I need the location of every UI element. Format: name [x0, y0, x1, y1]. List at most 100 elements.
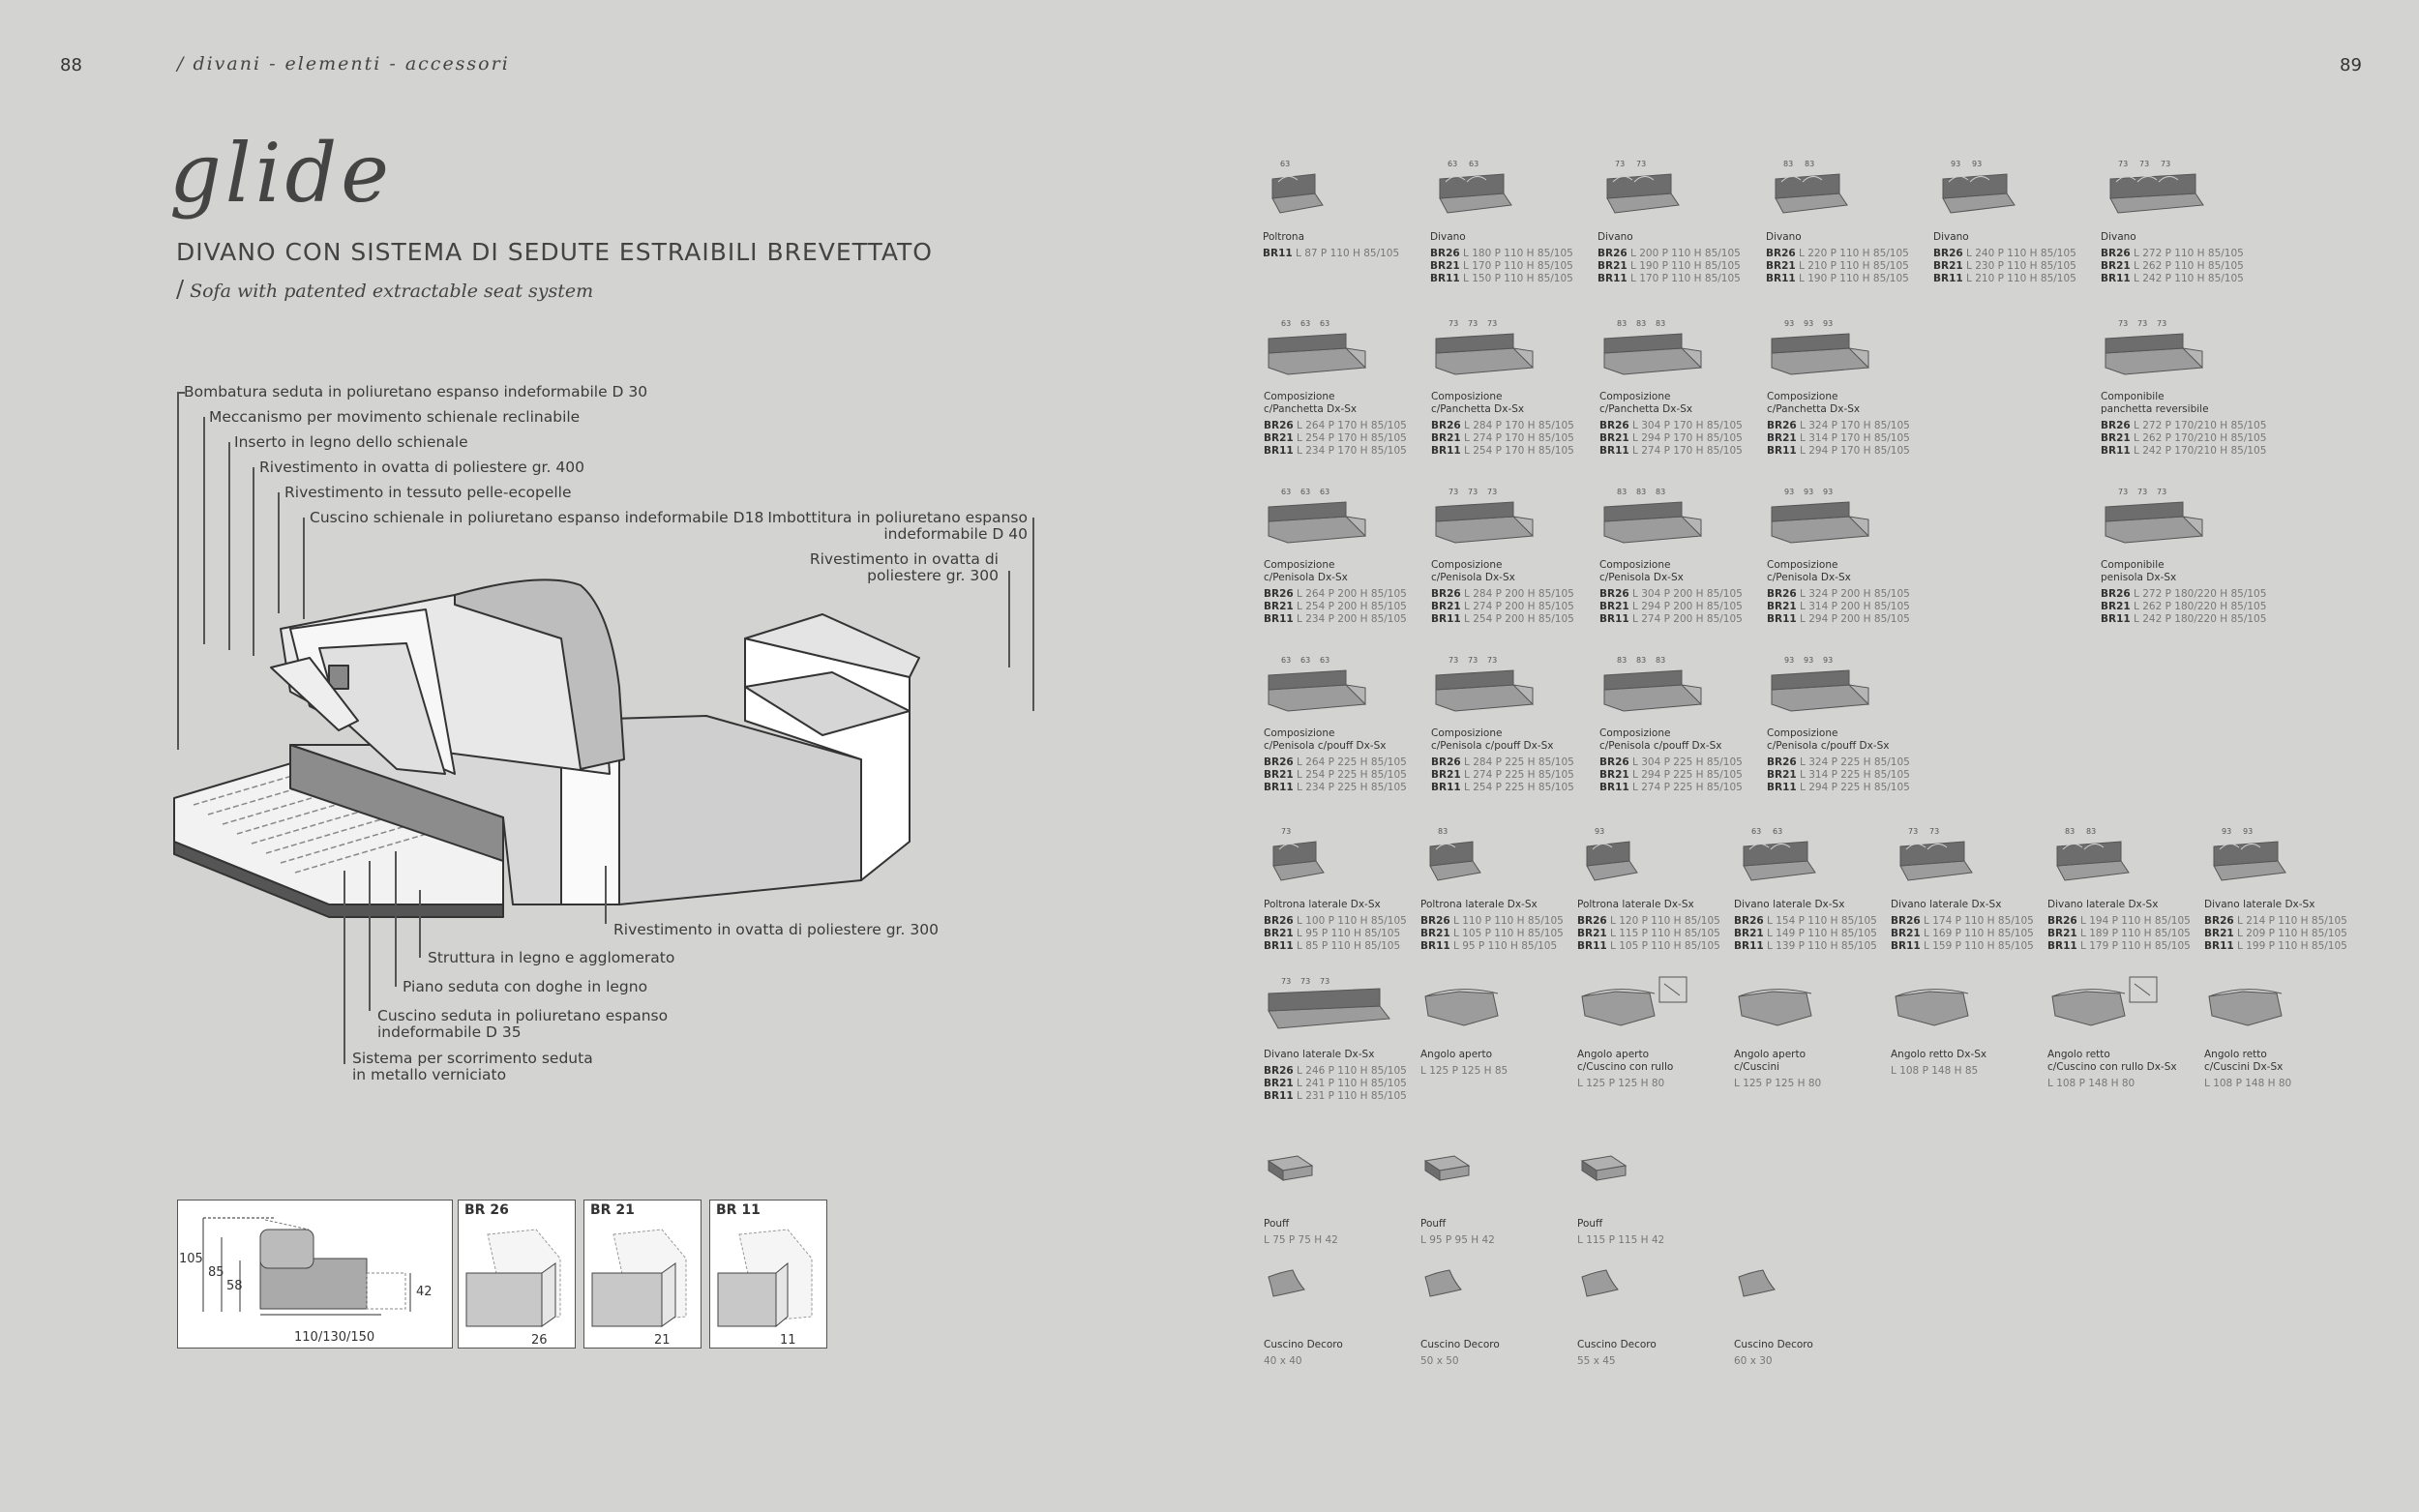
module-size-line: BR21 L 189 P 110 H 85/105 [2047, 928, 2191, 940]
module-thumbnail [1423, 1155, 1471, 1181]
arm-code: BR21 [1767, 432, 1797, 444]
module-name: Divano [1933, 231, 1969, 243]
module-name: Composizione c/Penisola c/pouff Dx-Sx [1431, 727, 1554, 752]
module-thumbnail [1738, 1269, 1776, 1297]
module-name: Composizione c/Panchetta Dx-Sx [1767, 391, 1861, 415]
module-width-dim: 83 [2065, 827, 2075, 836]
module-name: Composizione c/Penisola Dx-Sx [1264, 559, 1348, 583]
arm-code: BR21 [1264, 432, 1294, 444]
module-size-line: BR26 L 284 P 200 H 85/105 [1431, 588, 1574, 601]
module-width-dim: 93 [1823, 488, 1833, 496]
module-size-line: BR11 L 234 P 170 H 85/105 [1264, 445, 1407, 458]
module-thumbnail [1895, 989, 1969, 1026]
size-values: L 262 P 110 H 85/105 [2134, 260, 2244, 272]
module-width-dim: 83 [1438, 827, 1448, 836]
module-size-line: BR26 L 304 P 225 H 85/105 [1599, 756, 1743, 769]
arm-code: BR26 [1420, 915, 1450, 927]
module-width-dim: 93 [1951, 160, 1960, 168]
module-size-line: BR26 L 264 P 200 H 85/105 [1264, 588, 1407, 601]
module-size-line: 40 x 40 [1264, 1355, 1302, 1368]
module-width-dim: 63 [1320, 656, 1329, 665]
module-size-line: BR21 L 210 P 110 H 85/105 [1766, 260, 1909, 273]
module-size-line: BR21 L 241 P 110 H 85/105 [1264, 1078, 1407, 1090]
module-width-dim: 73 [1636, 160, 1646, 168]
leader-line-b5 [343, 871, 345, 1064]
callout-piano-seduta: Piano seduta con doghe in legno [403, 978, 648, 995]
module-size-line: BR11 L 274 P 170 H 85/105 [1599, 445, 1743, 458]
module-name: Divano laterale Dx-Sx [2047, 899, 2159, 910]
size-values: L 179 P 110 H 85/105 [2080, 940, 2191, 952]
module-size-line: BR26 L 284 P 225 H 85/105 [1431, 756, 1574, 769]
size-values: L 294 P 200 H 85/105 [1632, 601, 1743, 612]
module-name: Cuscino Decoro [1734, 1339, 1813, 1350]
module-size-line: 60 x 30 [1734, 1355, 1773, 1368]
arm-code: BR26 [1933, 248, 1963, 259]
module-size-line: BR11 L 242 P 110 H 85/105 [2101, 273, 2244, 285]
module-size-line: L 125 P 125 H 85 [1420, 1065, 1508, 1078]
module-width-dim: 93 [1784, 656, 1794, 665]
module-width-dim: 83 [1636, 319, 1646, 328]
arm-code: BR26 [1734, 915, 1764, 927]
dim-depths: 110/130/150 [294, 1330, 374, 1345]
module-width-dim: 93 [1972, 160, 1982, 168]
size-values: L 294 P 225 H 85/105 [1632, 769, 1743, 781]
module-thumbnail [2208, 989, 2283, 1026]
module-width-dim: 63 [1281, 488, 1291, 496]
arm-code: BR26 [2204, 915, 2234, 927]
arm-code: BR26 [1577, 915, 1607, 927]
module-width-dim: 73 [2137, 319, 2147, 328]
module-width-dim: 73 [1281, 977, 1291, 986]
callout-meccanismo: Meccanismo per movimento schienale recli… [209, 408, 581, 426]
module-size-line: BR26 L 214 P 110 H 85/105 [2204, 915, 2347, 928]
size-values: L 254 P 200 H 85/105 [1297, 601, 1407, 612]
dim-58: 58 [226, 1279, 243, 1293]
module-name: Divano [1598, 231, 1633, 243]
module-size-line: BR11 L 231 P 110 H 85/105 [1264, 1090, 1407, 1103]
module-width-dim: 73 [1300, 977, 1310, 986]
size-values: L 115 P 115 H 42 [1577, 1234, 1665, 1246]
module-size-line: BR21 L 169 P 110 H 85/105 [1891, 928, 2034, 940]
arm-code: BR26 [1767, 588, 1797, 600]
page-number-right: 89 [2340, 55, 2362, 75]
module-width-dim: 73 [1468, 656, 1478, 665]
size-values: L 324 P 170 H 85/105 [1800, 420, 1910, 431]
module-size-line: BR21 L 294 P 170 H 85/105 [1599, 432, 1743, 445]
module-size-line: BR26 L 304 P 200 H 85/105 [1599, 588, 1743, 601]
arm-code: BR26 [1264, 420, 1294, 431]
module-name: Poltrona laterale Dx-Sx [1420, 899, 1538, 910]
size-values: L 174 P 110 H 85/105 [1924, 915, 2034, 927]
size-values: L 125 P 125 H 80 [1577, 1078, 1665, 1089]
arm-code: BR26 [1431, 588, 1461, 600]
arm-code: BR11 [1599, 613, 1629, 625]
size-values: L 254 P 170 H 85/105 [1297, 432, 1407, 444]
module-name: Poltrona [1263, 231, 1305, 243]
arm-code: BR11 [2204, 940, 2234, 952]
module-size-line: BR21 L 115 P 110 H 85/105 [1577, 928, 1720, 940]
module-width-dim: 73 [2139, 160, 2149, 168]
module-size-line: BR21 L 314 P 200 H 85/105 [1767, 601, 1910, 613]
module-size-line: BR21 L 262 P 110 H 85/105 [2101, 260, 2244, 273]
module-size-line: BR26 L 324 P 225 H 85/105 [1767, 756, 1910, 769]
arm-code: BR26 [2101, 420, 2131, 431]
module-width-dim: 63 [1469, 160, 1478, 168]
module-width-dim: 63 [1281, 656, 1291, 665]
module-size-line: BR21 L 262 P 180/220 H 85/105 [2101, 601, 2266, 613]
arm-code: BR21 [1577, 928, 1607, 939]
module-size-line: BR21 L 294 P 225 H 85/105 [1599, 769, 1743, 782]
size-values: L 324 P 200 H 85/105 [1800, 588, 1910, 600]
size-values: L 314 P 170 H 85/105 [1800, 432, 1910, 444]
module-size-line: BR26 L 240 P 110 H 85/105 [1933, 248, 2076, 260]
module-width-dim: 73 [1487, 319, 1497, 328]
module-width-dim: 73 [1487, 488, 1497, 496]
module-width-dim: 93 [2222, 827, 2231, 836]
callout-ovatta-300-bottom: Rivestimento in ovatta di poliestere gr.… [613, 921, 939, 938]
size-values: L 149 P 110 H 85/105 [1767, 928, 1877, 939]
